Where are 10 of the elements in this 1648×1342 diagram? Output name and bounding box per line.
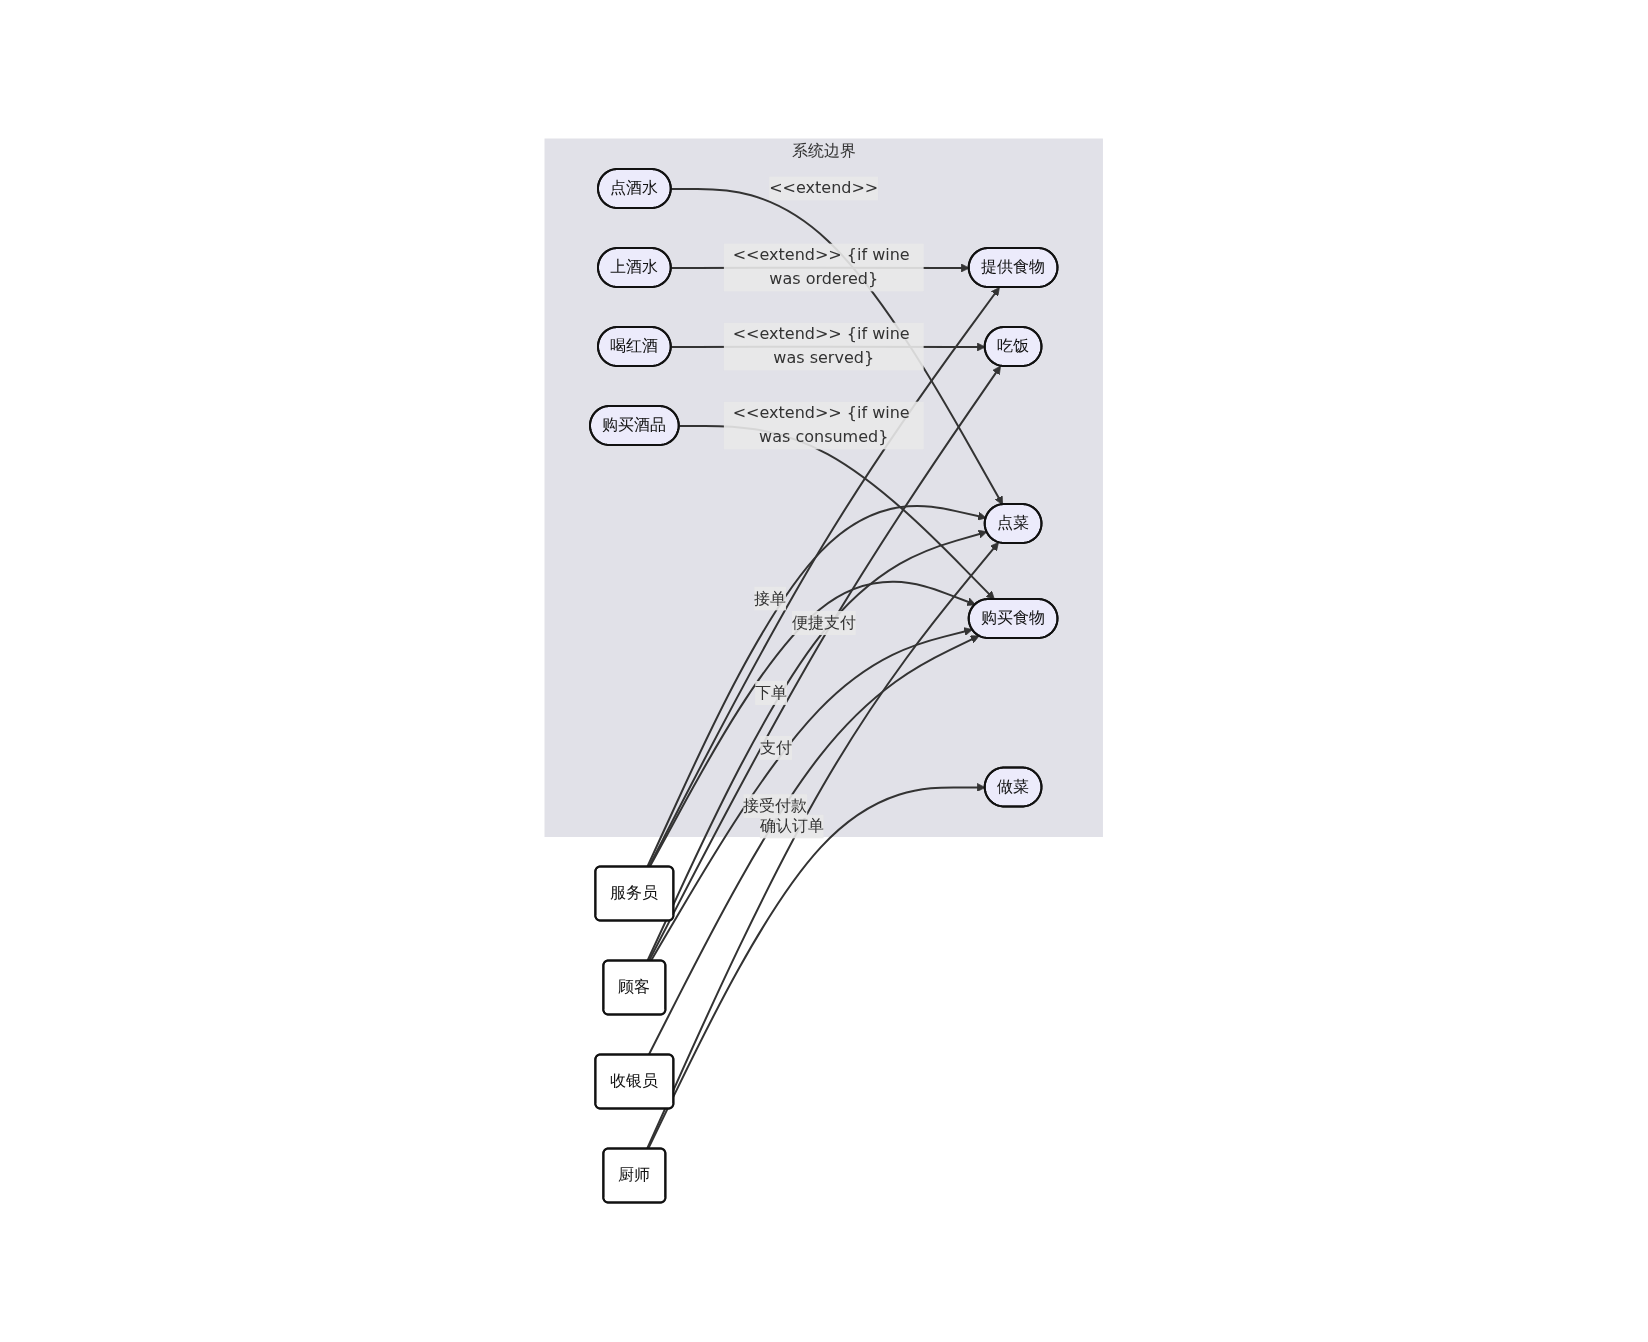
edge-label: <<extend>> {if wine was consumed} bbox=[732, 403, 910, 447]
edge-label: 确认订单 bbox=[759, 816, 824, 836]
edge-label: 接受付款 bbox=[743, 796, 808, 816]
edge-label: 下单 bbox=[755, 683, 788, 703]
edge-label: 接单 bbox=[754, 588, 787, 608]
edge-label: <<extend>> {if wine was served} bbox=[732, 324, 910, 368]
edge-label: <<extend>> bbox=[769, 178, 879, 198]
edge-label: 支付 bbox=[760, 738, 793, 758]
edge-label: <<extend>> {if wine was ordered} bbox=[732, 245, 910, 289]
edge-label: 便捷支付 bbox=[791, 613, 856, 633]
